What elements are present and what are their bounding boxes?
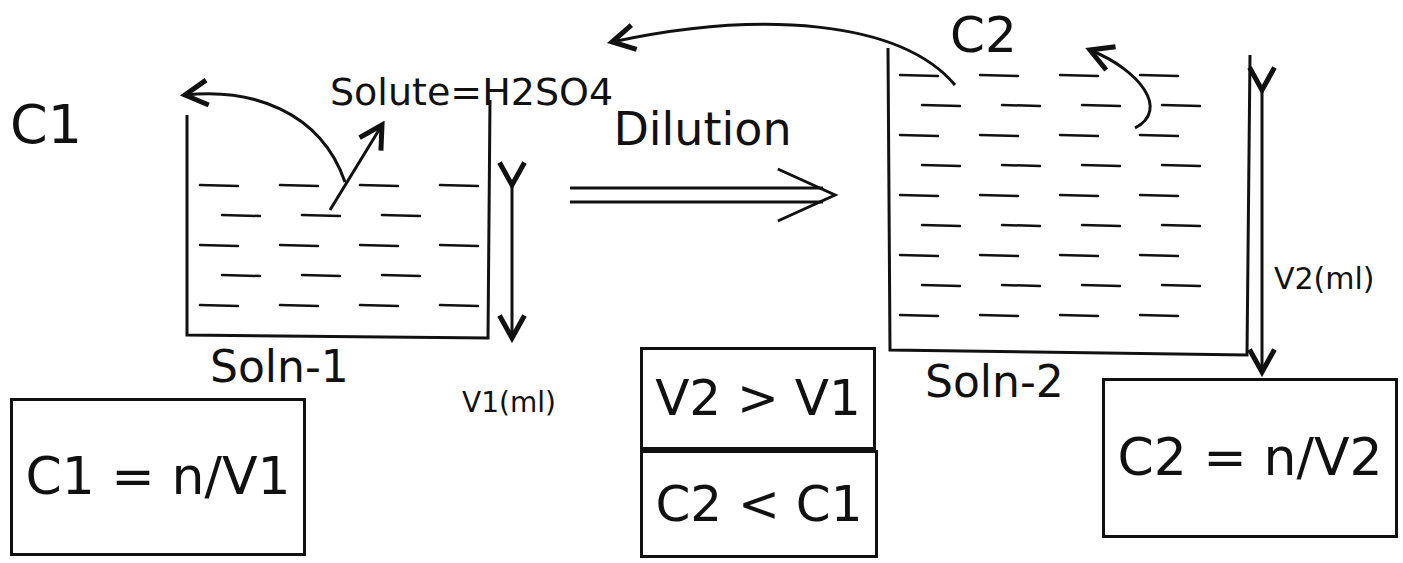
edge-label: Dilution	[613, 104, 791, 155]
formula-text: V2 > V1	[655, 371, 861, 426]
formula-text: C2 = n/V2	[1117, 429, 1382, 486]
formula-text: C2 < C1	[655, 477, 862, 532]
height-arrow	[511, 185, 514, 338]
solute-label: Solute=H2SO4	[330, 72, 613, 114]
comparison-box: C2 < C1	[640, 450, 878, 558]
volume-label: V2(ml)	[1274, 262, 1375, 295]
height-arrow	[1261, 90, 1264, 372]
leader-line	[185, 94, 345, 182]
volume-label: V1(ml)	[462, 388, 556, 419]
comparison-box: V2 > V1	[640, 347, 876, 450]
leader-line	[330, 125, 382, 210]
formula-box: C1 = n/V1	[10, 398, 306, 556]
leader-line	[612, 24, 955, 85]
solution-label: Soln-2	[925, 358, 1064, 406]
concentration-label: C2	[950, 8, 1017, 63]
dilution-arrow	[570, 169, 835, 221]
beaker-solution: Soln-2	[880, 40, 1255, 405]
beaker-outline	[187, 100, 490, 338]
leader-line	[1090, 50, 1150, 128]
beaker-solution: Soln-1	[180, 85, 530, 395]
concentration-label: C1	[10, 95, 82, 154]
formula-box: C2 = n/V2	[1102, 378, 1398, 538]
beaker-outline	[888, 48, 1250, 355]
formula-text: C1 = n/V1	[25, 448, 290, 505]
solution-label: Soln-1	[210, 343, 349, 391]
